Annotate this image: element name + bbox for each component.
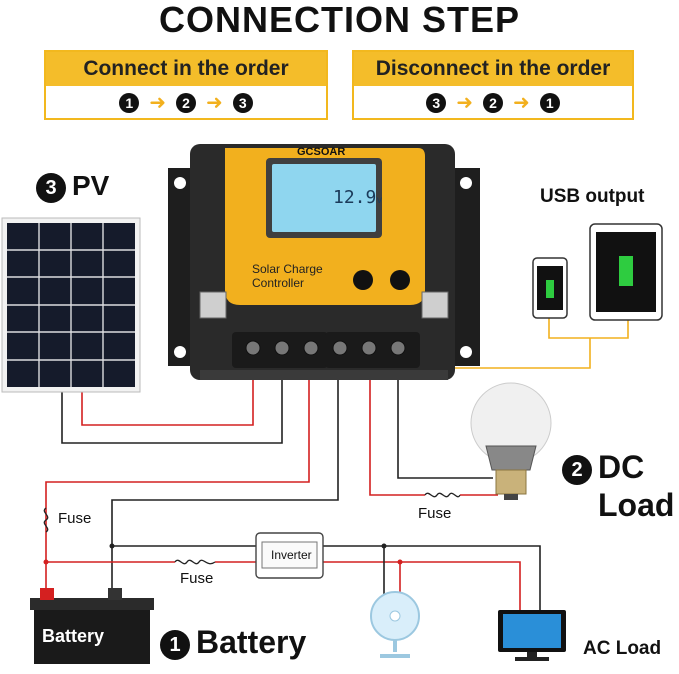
step-number: 3 (426, 93, 447, 113)
charge-controller (168, 144, 480, 380)
ac-output-wire-1 (323, 545, 541, 610)
controller-label: Solar Charge Controller (252, 262, 323, 290)
controller-label-line2: Controller (252, 276, 305, 290)
controller-label-line1: Solar Charge (252, 262, 323, 276)
lcd-unit: v (376, 195, 383, 206)
dc-load-label-line2: Load (598, 487, 675, 523)
monitor-icon (498, 610, 566, 661)
fuse-icon (424, 492, 461, 498)
fuse-label: Fuse (58, 510, 92, 527)
tablet-icon (589, 223, 663, 321)
junctions (109, 543, 387, 549)
fuse-label: Fuse (418, 505, 452, 522)
controller-brand: GCSOAR (297, 146, 346, 158)
connect-order-sequence: 1 ➜ 2 ➜ 3 (46, 86, 326, 120)
lcd-value: 12.9 (333, 187, 377, 208)
step-number: 1 (119, 93, 140, 113)
solar-panel-icon (1, 217, 141, 393)
pv-negative-wire (61, 340, 283, 444)
battery-positive-wire (45, 360, 310, 590)
pv-positive-wire (81, 340, 254, 426)
lcd-readout: 12.9v (333, 187, 382, 208)
usb-output-label: USB output (540, 186, 645, 207)
fuse-icon (174, 559, 216, 565)
dc-load-negative-wire (397, 360, 493, 479)
phone-icon (532, 257, 568, 319)
ac-load-label: AC Load (583, 638, 662, 659)
arrow-right-icon: ➜ (456, 92, 473, 114)
page-title: CONNECTION STEP (158, 0, 521, 40)
step-number: 1 (160, 629, 190, 660)
usb-wire-2 (548, 318, 629, 339)
fuse-label: Fuse (180, 570, 214, 587)
step-number: 2 (562, 454, 592, 485)
arrow-right-icon: ➜ (513, 92, 530, 114)
step-number: 2 (176, 93, 196, 113)
arrow-right-icon: ➜ (149, 92, 166, 114)
arrow-right-icon: ➜ (206, 92, 223, 114)
battery-icon (30, 588, 154, 664)
fuse-icon (43, 507, 49, 533)
disconnect-order-heading: Disconnect in the order (354, 52, 632, 86)
dc-load-positive-wire (369, 360, 425, 496)
battery-case-label: Battery (42, 626, 105, 646)
step-number: 1 (539, 93, 560, 113)
dc-load-label-line1: DC (598, 449, 645, 485)
inverter-label: Inverter (271, 548, 312, 562)
step-number: 3 (232, 93, 253, 113)
light-bulb-icon (470, 382, 552, 500)
fan-icon (370, 591, 420, 658)
step-number: 3 (36, 172, 66, 203)
disconnect-order-sequence: 3 ➜ 2 ➜ 1 (354, 86, 632, 120)
disconnect-order-box: Disconnect in the order 3 ➜ 2 ➜ 1 (352, 50, 634, 120)
battery-label-text: Battery (196, 624, 307, 660)
connect-order-box: Connect in the order 1 ➜ 2 ➜ 3 (44, 50, 328, 120)
ac-output-wire-2 (323, 561, 521, 610)
step-number: 2 (483, 93, 503, 113)
pv-label-text: PV (72, 170, 110, 201)
connect-order-heading: Connect in the order (46, 52, 326, 86)
